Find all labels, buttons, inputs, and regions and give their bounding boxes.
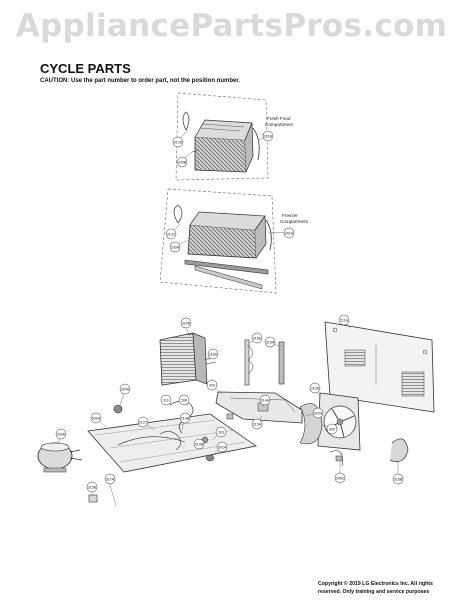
callout-312c: 312C — [137, 416, 149, 428]
callout-308: 308 — [178, 394, 190, 406]
svg-text:330A: 330A — [171, 245, 180, 249]
svg-text:319A: 319A — [266, 340, 275, 344]
callout-330a: 330A — [169, 241, 181, 253]
svg-text:311A: 311A — [340, 318, 349, 322]
svg-text:300A: 300A — [57, 432, 66, 436]
svg-text:302A: 302A — [218, 445, 227, 449]
svg-text:315B: 315B — [88, 485, 97, 489]
svg-text:330B: 330B — [178, 160, 187, 164]
callout-319b: 319B — [193, 438, 205, 450]
svg-text:301A: 301A — [285, 231, 294, 235]
copyright-line-1: Copyright © 2019 LG Electronics Inc. All… — [318, 581, 433, 587]
condenser-fan-part — [299, 392, 361, 451]
svg-text:500A: 500A — [92, 416, 101, 420]
svg-text:316A: 316A — [253, 336, 262, 340]
svg-text:313C: 313C — [167, 232, 176, 236]
callout-306c: 306C — [334, 472, 346, 484]
fresh-food-label-line2: Compartment — [265, 122, 294, 127]
svg-text:303: 303 — [218, 430, 224, 434]
callout-313c: 313C — [165, 228, 177, 240]
svg-text:318A: 318A — [209, 352, 218, 356]
machine-room-cover-part — [324, 321, 435, 413]
base-plate-part — [87, 413, 258, 473]
callout-320a: 320A — [312, 407, 324, 419]
svg-text:301B: 301B — [264, 134, 273, 138]
svg-text:309: 309 — [209, 383, 215, 387]
copyright-notice: Copyright © 2019 LG Electronics Inc. All… — [318, 580, 433, 596]
freezer-evaporator-group — [159, 188, 277, 294]
freezer-label-line2: Compartment — [280, 219, 309, 224]
callout-304a: 304A — [119, 383, 131, 395]
callout-317a: 317A — [104, 473, 116, 485]
svg-text:317A: 317A — [106, 477, 115, 481]
svg-text:320B: 320B — [182, 321, 191, 325]
svg-text:315A: 315A — [253, 422, 262, 426]
callout-500a: 500A — [90, 412, 102, 424]
callout-314a: 314A — [259, 394, 271, 406]
callout-313d: 313D — [172, 136, 184, 148]
callout-319a: 319A — [264, 336, 276, 348]
callout-309: 309 — [206, 379, 218, 391]
callout-301b: 301B — [262, 130, 274, 142]
freezer-label-line1: Freezer — [282, 213, 298, 218]
callout-330b: 330B — [176, 156, 188, 168]
callout-318a: 318A — [207, 348, 219, 360]
page-title: CYCLE PARTS — [40, 61, 131, 76]
tube-parts — [244, 339, 285, 386]
callout-312b: 312B — [309, 382, 321, 394]
svg-text:305: 305 — [329, 427, 335, 431]
svg-text:304A: 304A — [121, 387, 130, 391]
svg-text:312C: 312C — [139, 420, 148, 424]
callout-302a: 302A — [216, 441, 228, 453]
callout-310: 310 — [160, 394, 172, 406]
fresh-food-evaporator-group — [175, 92, 269, 181]
svg-text:319B: 319B — [195, 442, 204, 446]
callout-314b: 314B — [179, 412, 191, 424]
callout-315b: 315B — [86, 481, 98, 493]
callout-301a: 301A — [283, 227, 295, 239]
copyright-line-2: reserved. Only training and service purp… — [318, 589, 430, 595]
svg-text:314B: 314B — [181, 416, 190, 420]
svg-text:306C: 306C — [336, 476, 345, 480]
caution-note: CAUTION: Use the part number to order pa… — [40, 78, 241, 84]
svg-text:320A: 320A — [314, 411, 323, 415]
callout-316a: 316A — [251, 332, 263, 344]
callout-300a: 300A — [55, 428, 67, 440]
callout-303: 303 — [215, 426, 227, 438]
compressor-part — [37, 442, 83, 473]
svg-text:308: 308 — [181, 398, 187, 402]
fresh-food-label-line1: Fresh Food — [267, 116, 291, 121]
callout-311a: 311A — [338, 314, 350, 326]
svg-text:313D: 313D — [174, 140, 183, 144]
svg-text:314A: 314A — [261, 398, 270, 402]
svg-text:312B: 312B — [311, 386, 320, 390]
watermark-logo: AppliancePartsPros.com — [15, 8, 448, 44]
callout-316b: 316B — [392, 473, 404, 485]
callout-320b: 320B — [180, 317, 192, 329]
condenser-part — [159, 332, 217, 386]
callout-315a: 315A — [251, 418, 263, 430]
svg-text:316B: 316B — [394, 477, 403, 481]
callout-305: 305 — [326, 423, 338, 435]
svg-text:310: 310 — [163, 398, 169, 402]
